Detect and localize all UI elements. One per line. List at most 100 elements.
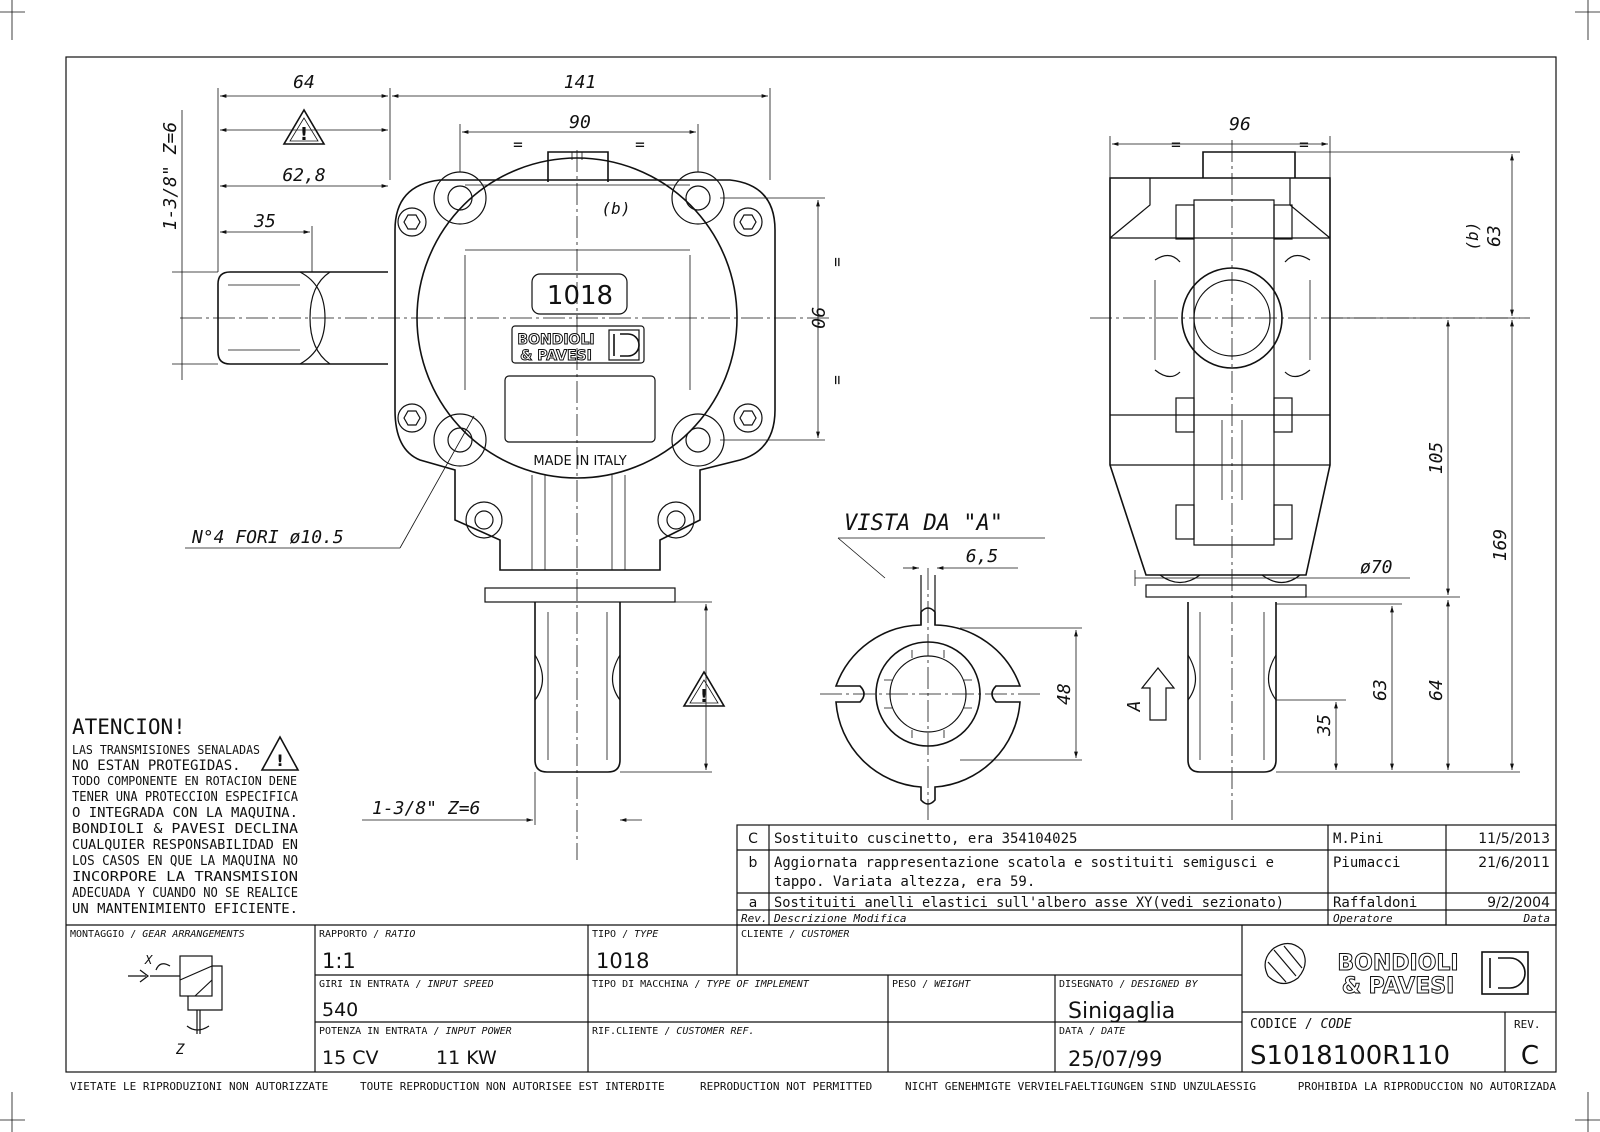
disegnato-label: DISEGNATO / — [1059, 979, 1131, 990]
revision-table: C Sostituito cuscinetto, era 354104025 M… — [736, 824, 1557, 926]
title-block: MONTAGGIO / GEAR ARRANGEMENTS X Z RAPPOR… — [66, 924, 1556, 1072]
ratio-label-en: RATIO — [385, 929, 415, 940]
dim-b-side: (b) — [1463, 222, 1482, 251]
dim-63-side: 63 — [1370, 679, 1391, 701]
dim-eq: = — [513, 135, 523, 154]
warning-line: LAS TRANSMISIONES SENALADAS — [72, 742, 260, 757]
potenza-kw: 11 KW — [436, 1047, 497, 1069]
disegnato-value: Sinigaglia — [1068, 999, 1175, 1024]
warning-line: ADECUADA Y CUANDO NO SE REALICE — [72, 886, 298, 901]
svg-text:PESO / WEIGHT: PESO / WEIGHT — [892, 979, 971, 990]
plate-model: 1018 — [547, 281, 613, 311]
codice-label: CODICE / — [1250, 1017, 1320, 1032]
holes-spec: N°4 FORI ø10.5 — [191, 527, 344, 548]
footer-notice: NICHT GENEHMIGTE VERVIELFAELTIGUNGEN SIN… — [905, 1080, 1256, 1093]
gear-arrangement-icon — [128, 955, 223, 1034]
dim-141: 141 — [564, 72, 597, 93]
brand-line-1: BONDIOLI — [1337, 951, 1458, 976]
dim-90-top: 90 — [569, 112, 591, 133]
data-value: 25/07/99 — [1068, 1047, 1162, 1071]
warning-triangle-icon: ! — [260, 735, 300, 771]
footer-notice: TOUTE REPRODUCTION NON AUTORISEE EST INT… — [360, 1080, 665, 1093]
plate-brand-2: & PAVESI — [520, 348, 592, 364]
dim-63-top: 63 — [1484, 225, 1505, 247]
codice-value: S1018100R110 — [1250, 1041, 1450, 1071]
dim-b-front: (b) — [602, 199, 631, 218]
dim-169: 169 — [1490, 529, 1511, 562]
tipo-label-en: TYPE — [634, 929, 658, 940]
rev-desc-2: tappo. Variata altezza, era 59. — [774, 874, 1035, 890]
warning-line: BONDIOLI & PAVESI DECLINA — [72, 822, 298, 837]
rev-date: 21/6/2011 — [1478, 855, 1550, 871]
tipo-label: TIPO / — [592, 929, 634, 940]
svg-text:CLIENTE / CUSTOMER: CLIENTE / CUSTOMER — [741, 929, 849, 940]
giri-label: GIRI IN ENTRATA / — [319, 979, 427, 990]
dim-105: 105 — [1426, 442, 1447, 475]
rev-desc: Sostituito cuscinetto, era 354104025 — [774, 831, 1077, 847]
rev-date: 9/2/2004 — [1487, 895, 1550, 911]
rev-code: b — [749, 855, 758, 871]
axis-z: Z — [175, 1042, 185, 1058]
rif-label-en: CUSTOMER REF. — [676, 1026, 754, 1037]
montaggio-label-en: GEAR ARRANGEMENTS — [142, 929, 244, 940]
svg-text:DATA / DATE: DATA / DATE — [1059, 1026, 1125, 1037]
made-in-italy: MADE IN ITALY — [533, 454, 626, 469]
warning-line: TODO COMPONENTE EN ROTACION DENE — [72, 773, 297, 788]
codice-label-en: CODE — [1320, 1017, 1351, 1032]
svg-text:RIF.CLIENTE / CUSTOMER REF.: RIF.CLIENTE / CUSTOMER REF. — [592, 1026, 755, 1037]
footer-notice: VIETATE LE RIPRODUZIONI NON AUTORIZZATE — [70, 1080, 328, 1093]
warning-line: CUALQUIER RESPONSABILIDAD EN — [72, 838, 298, 853]
warning-triangle-icon: ! — [682, 670, 726, 707]
rev-value: C — [1521, 1041, 1539, 1071]
svg-text:!: ! — [300, 124, 308, 145]
warning-line: TENER UNA PROTECCION ESPECIFICA — [72, 790, 298, 805]
svg-text:POTENZA IN ENTRATA / INPUT POW: POTENZA IN ENTRATA / INPUT POWER — [319, 1026, 512, 1037]
rev-operator: Piumacci — [1333, 855, 1400, 871]
peso-label-en: WEIGHT — [934, 979, 971, 990]
rev-desc: Sostituiti anelli elastici sull'albero a… — [774, 895, 1284, 911]
giri-label-en: INPUT SPEED — [427, 979, 493, 990]
dim-eq: = — [828, 375, 847, 385]
brand-logo: BONDIOLI & PAVESI — [1264, 942, 1529, 1000]
warning-title: ATENCION! — [72, 715, 186, 739]
svg-text:TIPO DI MACCHINA / TYPE OF IMP: TIPO DI MACCHINA / TYPE OF IMPLEMENT — [592, 979, 810, 990]
ratio-value: 1:1 — [322, 949, 356, 973]
dim-eq: = — [828, 257, 847, 267]
dim-6-5: 6,5 — [966, 546, 999, 567]
axis-x: X — [144, 953, 153, 967]
dim-48: 48 — [1054, 683, 1075, 705]
shaft-bottom-spec: 1-3/8" Z=6 — [372, 798, 480, 819]
rev-code: C — [748, 831, 758, 847]
plate-brand-1: BONDIOLI — [517, 332, 594, 348]
cliente-label-en: CUSTOMER — [801, 929, 849, 940]
rif-label: RIF.CLIENTE / — [592, 1026, 676, 1037]
rev-desc: Aggiornata rappresentazione scatola e so… — [774, 855, 1274, 871]
rev-code: a — [749, 895, 758, 911]
rev-date: 11/5/2013 — [1478, 831, 1550, 847]
warning-line: NO ESTAN PROTEGIDAS. — [72, 758, 241, 774]
dim-90-side: 90 — [807, 307, 828, 329]
arrow-a-label: A — [1124, 701, 1145, 713]
dim-96: 96 — [1229, 114, 1251, 135]
footer-notice: PROHIBIDA LA RIPRODUCCION NO AUTORIZADA — [1298, 1080, 1557, 1093]
svg-text:!: ! — [276, 751, 283, 770]
dim-64: 64 — [293, 72, 315, 93]
rev-label: REV. — [1514, 1018, 1541, 1031]
front-view: 1018 BONDIOLI & PAVESI MADE IN ITALY ! ! — [160, 72, 847, 860]
tipo-value: 1018 — [596, 949, 649, 973]
macchina-label-en: TYPE OF IMPLEMENT — [706, 979, 809, 990]
rev-header-date: Data — [1523, 912, 1551, 925]
potenza-cv: 15 CV — [322, 1047, 378, 1069]
dim-eq: = — [1171, 135, 1181, 154]
rev-operator: M.Pini — [1333, 831, 1384, 847]
rev-header-desc: Descrizione Modifica — [773, 912, 906, 925]
warning-triangle-icon: ! — [282, 108, 326, 145]
warning-block: ATENCION! LAS TRANSMISIONES SENALADAS NO… — [72, 715, 300, 917]
dim-35-side: 35 — [1314, 714, 1335, 737]
svg-text:GIRI IN ENTRATA / INPUT SPEED: GIRI IN ENTRATA / INPUT SPEED — [319, 979, 494, 990]
dim-35: 35 — [253, 211, 276, 232]
disegnato-label-en: DESIGNED BY — [1130, 979, 1198, 990]
side-view: A 96 = = 63 (b) 105 169 64 63 35 ø70 — [1090, 114, 1530, 820]
